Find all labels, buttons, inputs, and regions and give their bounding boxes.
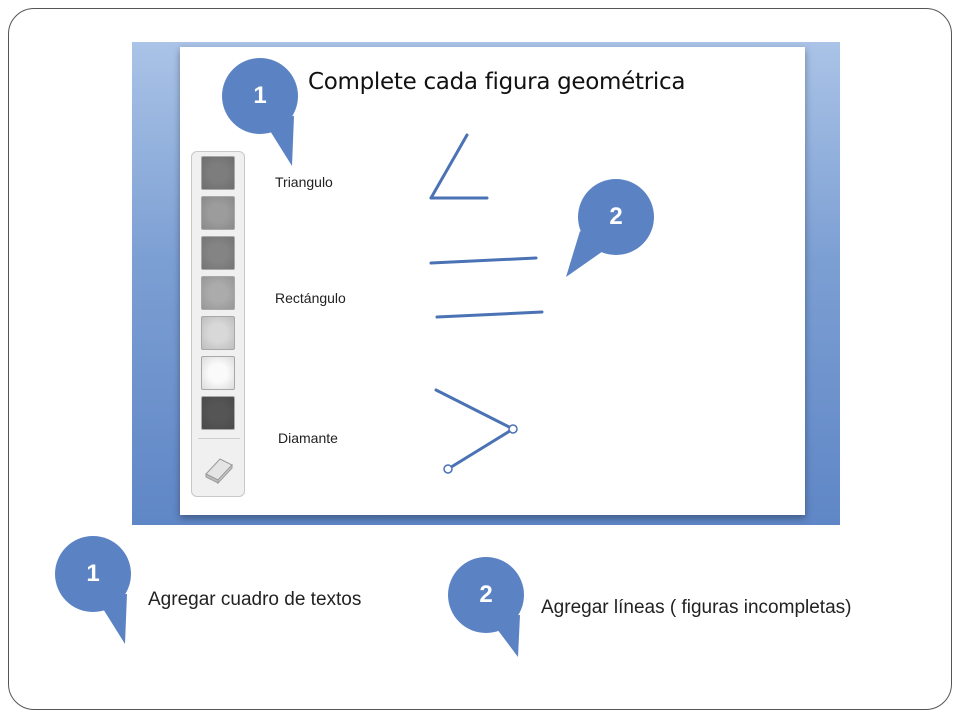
triangle-line-1[interactable] — [429, 133, 469, 200]
color-palette — [191, 151, 245, 497]
line-handle-1[interactable] — [508, 424, 518, 434]
eraser-icon[interactable] — [202, 450, 236, 485]
line-handle-2[interactable] — [443, 464, 453, 474]
diamond-line-1[interactable] — [434, 388, 515, 431]
swatch-5[interactable] — [201, 316, 235, 350]
swatch-7[interactable] — [201, 396, 235, 430]
incomplete-shapes — [429, 133, 544, 474]
callout-2-top: 2 — [566, 179, 666, 284]
callout-1-top: 1 — [222, 58, 302, 178]
rectangle-line-bottom[interactable] — [435, 310, 544, 319]
rectangle-line-top[interactable] — [429, 256, 538, 265]
palette-divider — [198, 438, 240, 439]
callout-number: 2 — [609, 203, 623, 230]
diamond-line-2[interactable] — [446, 427, 515, 471]
caption-text-box: Agregar cuadro de textos — [148, 589, 362, 610]
callout-number: 2 — [479, 581, 493, 608]
caption-lines: Agregar líneas ( figuras incompletas) — [541, 597, 852, 618]
swatch-4[interactable] — [201, 276, 235, 310]
callout-number: 1 — [253, 82, 267, 109]
swatch-6[interactable] — [201, 356, 235, 390]
callout-number: 1 — [86, 560, 100, 587]
slide-frame — [8, 8, 952, 710]
slide-title: Complete cada figura geométrica — [308, 69, 686, 95]
callout-1-bottom: 1 — [55, 536, 135, 653]
label-triangle[interactable]: Triangulo — [275, 174, 333, 190]
callout-2-bottom: 2 — [448, 557, 528, 664]
swatch-3[interactable] — [201, 236, 235, 270]
label-diamond[interactable]: Diamante — [278, 430, 338, 446]
swatch-2[interactable] — [201, 196, 235, 230]
swatch-1[interactable] — [201, 156, 235, 190]
label-rectangle[interactable]: Rectángulo — [275, 290, 346, 306]
